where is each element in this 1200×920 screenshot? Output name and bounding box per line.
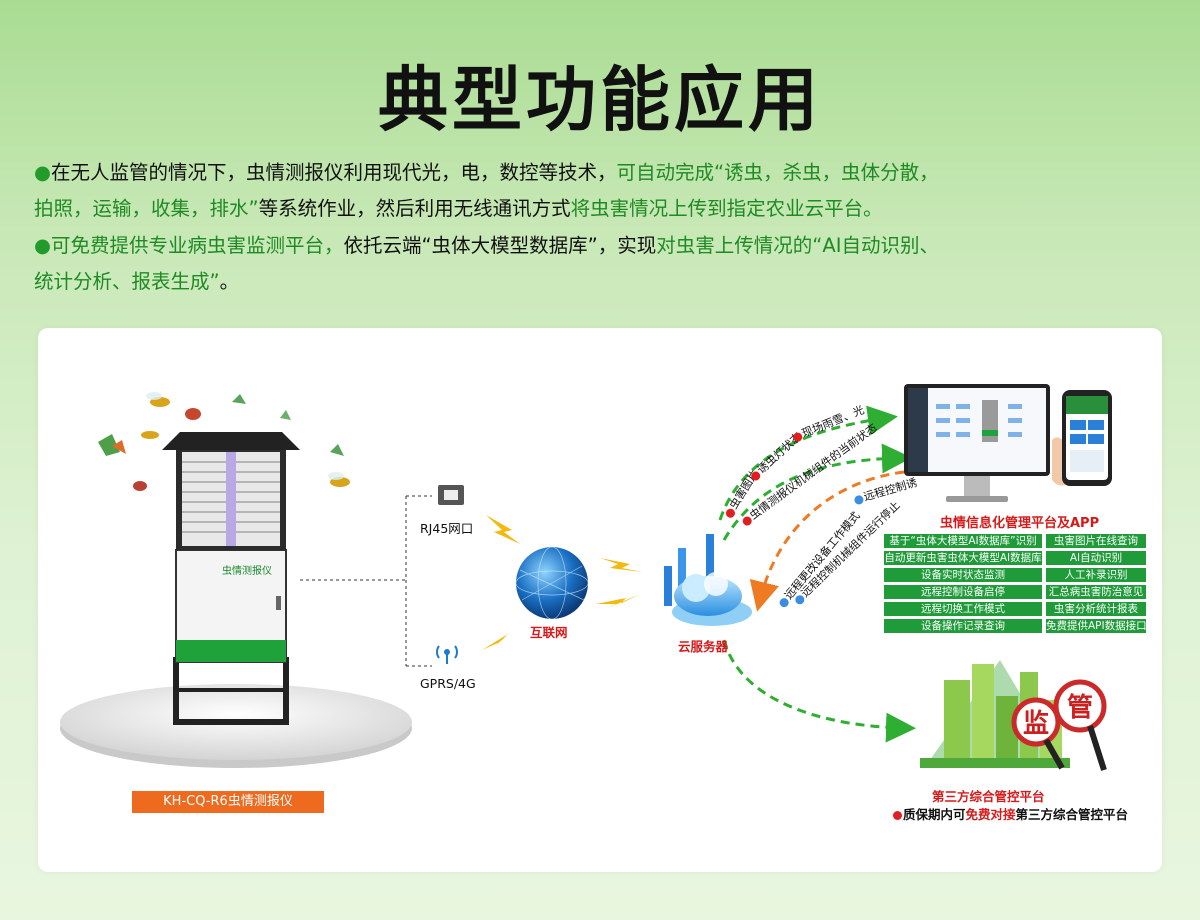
feature-row: 基于“虫体大模型AI数据库”识别虫害图片在线查询 [884, 534, 1146, 548]
gprs-antenna-icon [436, 645, 458, 664]
feature-row: 设备操作记录查询免费提供API数据接口 [884, 619, 1146, 633]
feature-cell: 设备操作记录查询 [884, 619, 1042, 633]
rj45-port-icon [438, 485, 464, 505]
connection-lines [300, 495, 432, 667]
feature-cell: 人工补录识别 [1046, 568, 1146, 582]
internet-label: 互联网 [530, 625, 568, 640]
feature-cell: 远程控制设备启停 [884, 585, 1042, 599]
rj45-label: RJ45网口 [420, 521, 474, 536]
p1-d: 等系统作业，然后利用无线通讯方式 [258, 197, 571, 220]
feature-row: 远程切换工作模式虫害分析统计报表 [884, 602, 1146, 616]
device-pedestal [60, 684, 412, 768]
feature-cell: 自动更新虫害虫体大模型AI数据库 [884, 551, 1042, 565]
cloud-server-label: 云服务器 [678, 639, 729, 654]
wireless-signal-icons [482, 515, 642, 650]
feature-cell: 免费提供API数据接口 [1046, 619, 1146, 633]
third-party-arrow [722, 639, 916, 743]
feature-cell: 远程切换工作模式 [884, 602, 1042, 616]
feature-cell: 设备实时状态监测 [884, 568, 1042, 582]
p1-b: 可自动完成“诱虫，杀虫，虫体分散， [616, 161, 939, 184]
platform-features-grid: 基于“虫体大模型AI数据库”识别虫害图片在线查询 自动更新虫害虫体大模型AI数据… [884, 534, 1146, 636]
device-name-tag: KH-CQ-R6虫情测报仪 [132, 791, 324, 813]
feature-cell: 虫害图片在线查询 [1046, 534, 1146, 548]
p2-d: 统计分析、报表生成” [34, 270, 220, 293]
p1-c: 拍照，运输，收集，排水” [34, 197, 259, 220]
third-party-title: 第三方综合管控平台 [932, 789, 1045, 804]
insect-icons [98, 392, 350, 491]
mobile-app-phone-icon [1052, 390, 1112, 486]
feature-cell: 虫害分析统计报表 [1046, 602, 1146, 616]
red-dot-icon [893, 811, 902, 820]
upload-arrow-middle [722, 443, 912, 541]
feature-cell: AI自动识别 [1046, 551, 1146, 565]
page-title: 典型功能应用 [378, 59, 822, 141]
p1-e: 将虫害情况上传到指定农业云平台。 [570, 197, 883, 220]
p1-a: 在无人监管的情况下，虫情测报仪利用现代光，电，数控等技术， [51, 161, 617, 184]
p2-e: 。 [219, 270, 240, 293]
bullet-dot-icon: ● [34, 161, 52, 184]
gprs-label: GPRS/4G [420, 676, 476, 691]
insect-monitor-device [162, 432, 300, 725]
feature-cell: 基于“虫体大模型AI数据库”识别 [884, 534, 1042, 548]
feature-cell: 汇总病虫害防治意见 [1046, 585, 1146, 599]
management-platform-monitor-icon [904, 384, 1050, 502]
control-arrow [749, 470, 905, 612]
device-panel-label: 虫情测报仪 [222, 566, 272, 577]
bullet-dot-icon: ● [34, 234, 52, 257]
third-party-note: 质保期内可免费对接第三方综合管控平台 [893, 804, 1128, 823]
feature-row: 设备实时状态监测人工补录识别 [884, 568, 1146, 582]
p2-c: 对虫害上传情况的“AI自动识别、 [656, 234, 939, 257]
third-party-city-icon: 监 管 [920, 660, 1107, 771]
feature-row: 自动更新虫害虫体大模型AI数据库 AI自动识别 [884, 551, 1146, 565]
internet-globe-icon [515, 546, 589, 620]
intro-paragraph-2: ●可免费提供专业病虫害监测平台，依托云端“虫体大模型数据库”，实现对虫害上传情况… [34, 228, 1174, 300]
p2-b: 依托云端“虫体大模型数据库”，实现 [343, 234, 657, 257]
sign-jian: 监 [1023, 709, 1049, 739]
p2-a: 可免费提供专业病虫害监测平台， [51, 234, 344, 257]
sign-guan: 管 [1067, 693, 1093, 723]
platform-title: 虫情信息化管理平台及APP [940, 516, 1100, 531]
upload-arrow-top [718, 405, 898, 521]
cloud-server-icon [664, 534, 752, 626]
intro-paragraph-1: ●在无人监管的情况下，虫情测报仪利用现代光，电，数控等技术，可自动完成“诱虫，杀… [34, 155, 1174, 227]
feature-row: 远程控制设备启停汇总病虫害防治意见 [884, 585, 1146, 599]
